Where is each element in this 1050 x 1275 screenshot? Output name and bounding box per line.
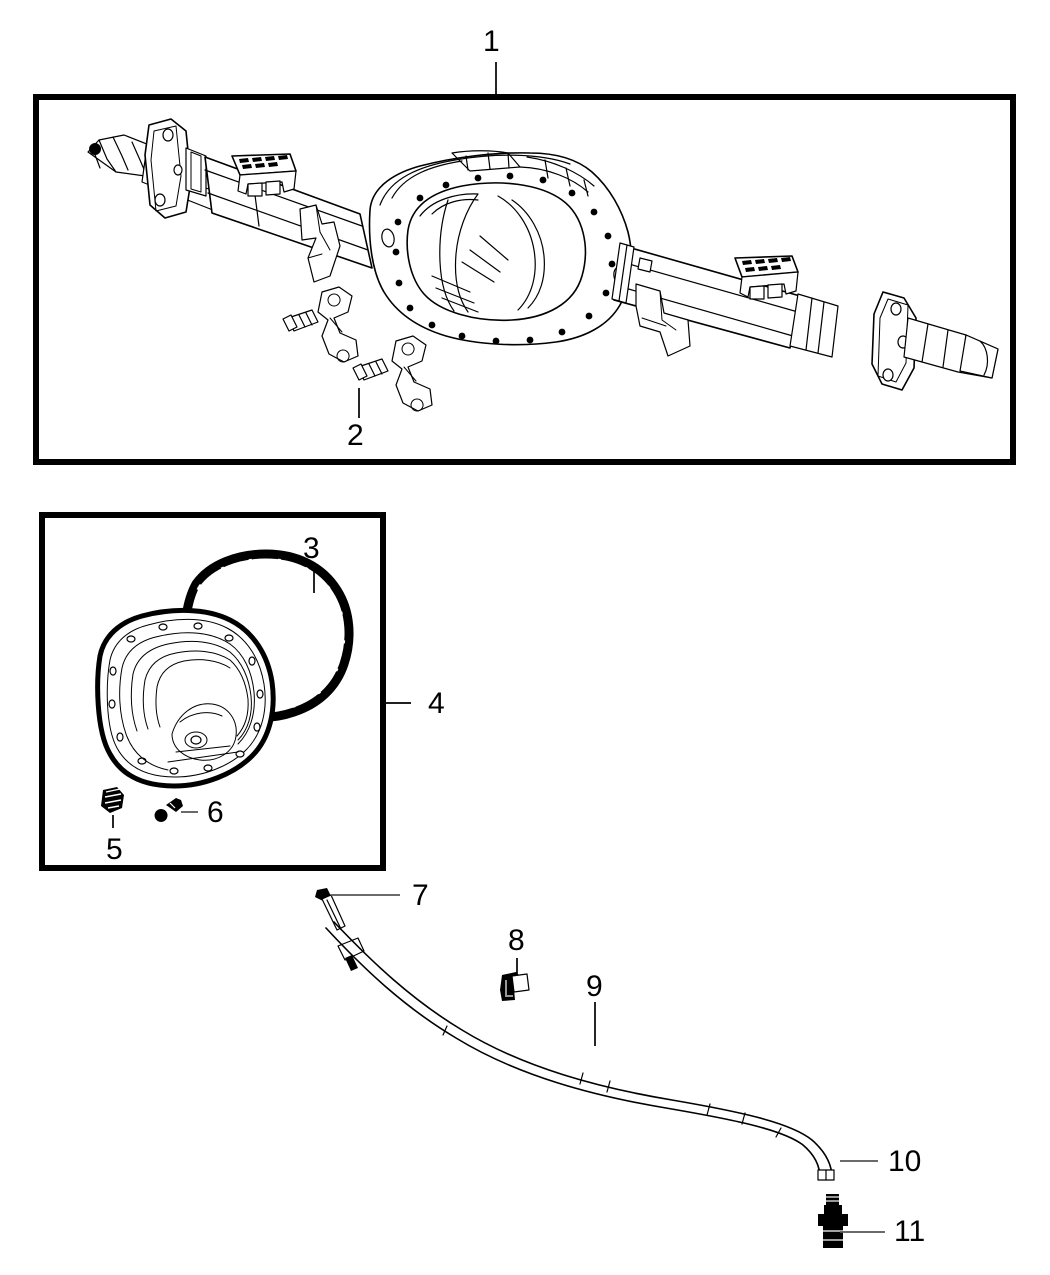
vent-hose [325,921,835,1181]
left-axle-flange [144,118,207,219]
callout-4: 4 [428,687,445,720]
vent-valve [818,1194,848,1248]
differential-carrier-housing [368,150,633,346]
bracket-assembly-upper [317,286,359,363]
vent-hose-assembly [315,888,848,1248]
right-lower-bracket [635,283,691,357]
callout-1: 1 [483,25,500,58]
cover-bolt [154,798,183,822]
callout-9: 9 [586,970,603,1003]
differential-cover [95,607,276,789]
right-axle-tube [611,242,839,358]
callout-2: 2 [347,419,364,452]
callout-7: 7 [412,879,429,912]
panel-1-frame [33,94,1016,465]
callout-6: 6 [207,796,224,829]
panel-2-frame [39,512,386,871]
callout-3: 3 [303,532,320,565]
callout-10: 10 [888,1145,922,1178]
callout-8: 8 [508,924,525,957]
vent-hose-clip [500,972,530,1001]
bracket-bolt-upper [282,309,319,332]
left-lower-bracket [299,204,341,283]
callout-5: 5 [106,833,123,866]
axle-vent-fitting [315,888,346,931]
bracket-assembly-lower [391,335,433,412]
right-spring-pad [734,255,799,300]
callout-11: 11 [894,1215,926,1248]
left-spring-pad [231,153,297,197]
callout-leaders [112,62,885,1233]
differential-cover-drawing [95,549,354,822]
right-axle-flange [871,291,999,391]
fill-plug [101,787,124,813]
bracket-bolt-lower [352,358,389,381]
axle-housing-assembly-drawing [87,118,999,412]
